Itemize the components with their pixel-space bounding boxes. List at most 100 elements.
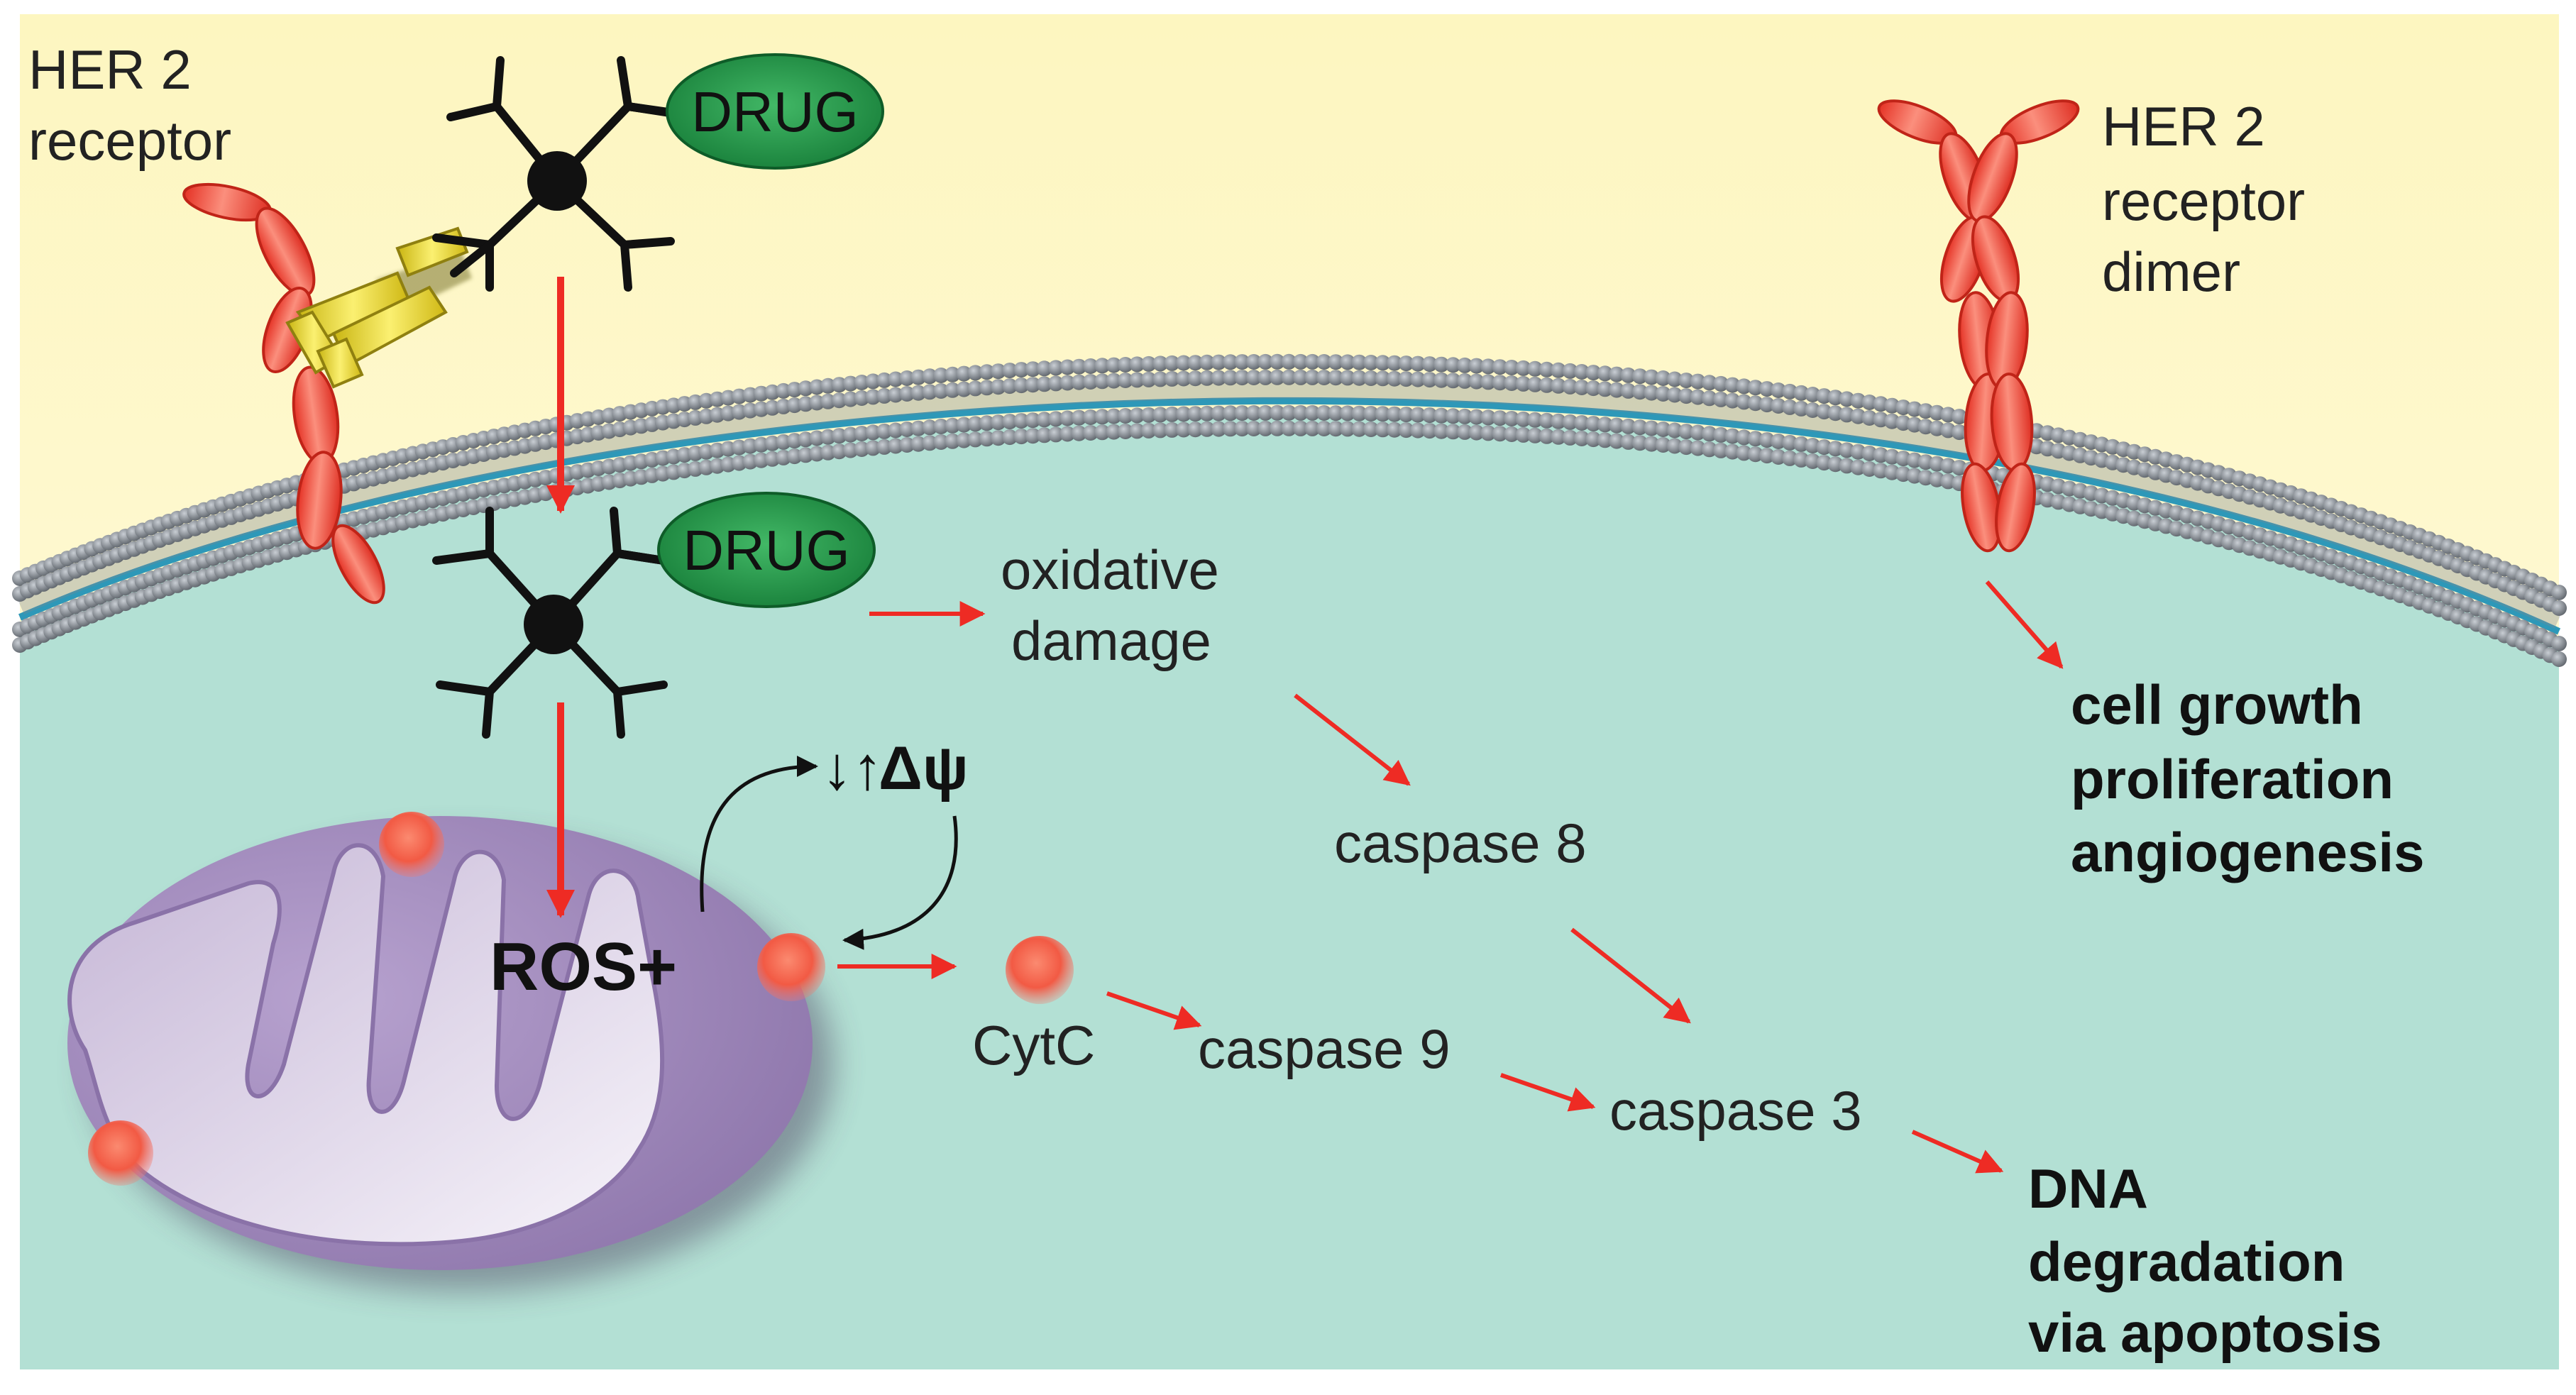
- lipid-head: [1339, 421, 1355, 437]
- lipid-head: [1805, 387, 1821, 402]
- lipid-head: [1257, 404, 1274, 421]
- lipid-head: [1736, 429, 1752, 446]
- lipid-head: [1492, 359, 1508, 375]
- lipid-head: [1001, 363, 1018, 379]
- lipid-head: [1175, 406, 1191, 422]
- lipid-head: [865, 424, 881, 441]
- lipid-head: [1013, 377, 1030, 394]
- lipid-head: [1281, 369, 1297, 385]
- lipid-head: [1827, 456, 1844, 473]
- lipid-head: [1175, 421, 1191, 438]
- lipid-head: [1562, 363, 1578, 379]
- lipid-head: [1678, 388, 1695, 404]
- lipid-head: [1816, 388, 1832, 404]
- lipid-head: [1724, 428, 1741, 444]
- lipid-head: [1363, 355, 1379, 370]
- lipid-head: [1480, 409, 1497, 426]
- lipid-head: [1234, 421, 1250, 437]
- growth-label-line1: cell growth: [2071, 673, 2363, 736]
- lipid-head: [1222, 405, 1238, 421]
- lipid-head: [1222, 354, 1238, 370]
- lipid-head: [1480, 425, 1497, 441]
- arrow-dpsi-to-mito: [842, 815, 958, 950]
- mito-particle: [379, 812, 444, 877]
- lipid-head: [1292, 353, 1309, 370]
- growth-label-line2: proliferation: [2071, 748, 2394, 810]
- lipid-head: [1747, 431, 1763, 447]
- lipid-head: [1433, 423, 1450, 439]
- lipid-head: [1480, 358, 1497, 375]
- lipid-head: [1152, 407, 1169, 423]
- oxidative-damage-line1: oxidative: [1001, 539, 1219, 601]
- lipid-head: [979, 431, 995, 447]
- lipid-head: [1269, 404, 1285, 421]
- lipid-head: [876, 439, 893, 455]
- lipid-head: [1375, 421, 1391, 438]
- lipid-head: [1281, 404, 1297, 421]
- lipid-head: [1793, 436, 1810, 452]
- lipid-head: [1492, 410, 1508, 426]
- lipid-head: [1713, 391, 1729, 407]
- lipid-head: [1758, 448, 1775, 464]
- lipid-head: [967, 365, 984, 381]
- lipid-head: [899, 437, 915, 453]
- lipid-head: [1736, 378, 1752, 395]
- lipid-head: [945, 433, 961, 449]
- lipid-head: [1328, 421, 1344, 437]
- lipid-head: [1782, 383, 1798, 399]
- lipid-head: [1351, 405, 1367, 421]
- lipid-head: [1701, 441, 1717, 458]
- lipid-head: [1222, 370, 1238, 386]
- lipid-head: [1539, 377, 1555, 393]
- lipid-head: [1421, 356, 1438, 373]
- lipid-head: [1001, 429, 1018, 446]
- lipid-head: [1410, 371, 1426, 387]
- lipid-head: [967, 380, 984, 397]
- lipid-head: [854, 390, 870, 406]
- lipid-head: [979, 415, 995, 431]
- lipid-head: [876, 423, 893, 439]
- lipid-head: [1515, 375, 1531, 392]
- lipid-head: [1666, 371, 1683, 387]
- lipid-head: [865, 373, 881, 390]
- lipid-head: [1468, 373, 1485, 390]
- lipid-head: [1094, 409, 1111, 425]
- lipid-head: [956, 365, 972, 382]
- lipid-head: [865, 440, 881, 456]
- lipid-head: [1771, 382, 1786, 398]
- lipid-head: [1175, 370, 1191, 387]
- lipid-head: [1117, 357, 1133, 373]
- lipid-head: [1620, 418, 1636, 434]
- lipid-head: [1433, 356, 1450, 373]
- lipid-head: [1724, 392, 1741, 409]
- lipid-head: [945, 382, 961, 398]
- lipid-head: [1387, 370, 1402, 387]
- lipid-head: [831, 428, 847, 444]
- lipid-head: [1655, 386, 1671, 402]
- lipid-head: [956, 417, 972, 433]
- lipid-head: [1816, 404, 1832, 420]
- lipid-head: [1573, 415, 1590, 431]
- lipid-head: [1758, 397, 1775, 413]
- lipid-head: [922, 384, 938, 400]
- lipid-head: [831, 392, 847, 409]
- lipid-head: [1187, 421, 1204, 438]
- lipid-head: [1631, 368, 1648, 385]
- lipid-head: [1597, 432, 1613, 448]
- lipid-head: [1129, 407, 1145, 424]
- lipid-head: [1025, 377, 1041, 393]
- delta-psi-arrows: ↓↑: [822, 734, 883, 803]
- lipid-head: [1281, 420, 1297, 436]
- lipid-head: [1152, 355, 1169, 372]
- apoptosis-label-line1: DNA: [2028, 1157, 2148, 1220]
- lipid-head: [1620, 367, 1636, 383]
- lipid-head: [1269, 420, 1285, 436]
- lipid-head: [1562, 378, 1578, 395]
- lipid-head: [990, 414, 1006, 431]
- lipid-head: [1690, 389, 1706, 405]
- lipid-head: [956, 381, 972, 397]
- mito-particle: [88, 1120, 153, 1186]
- lipid-head: [1339, 405, 1355, 421]
- lipid-head: [990, 430, 1006, 446]
- lipid-head: [1805, 453, 1821, 469]
